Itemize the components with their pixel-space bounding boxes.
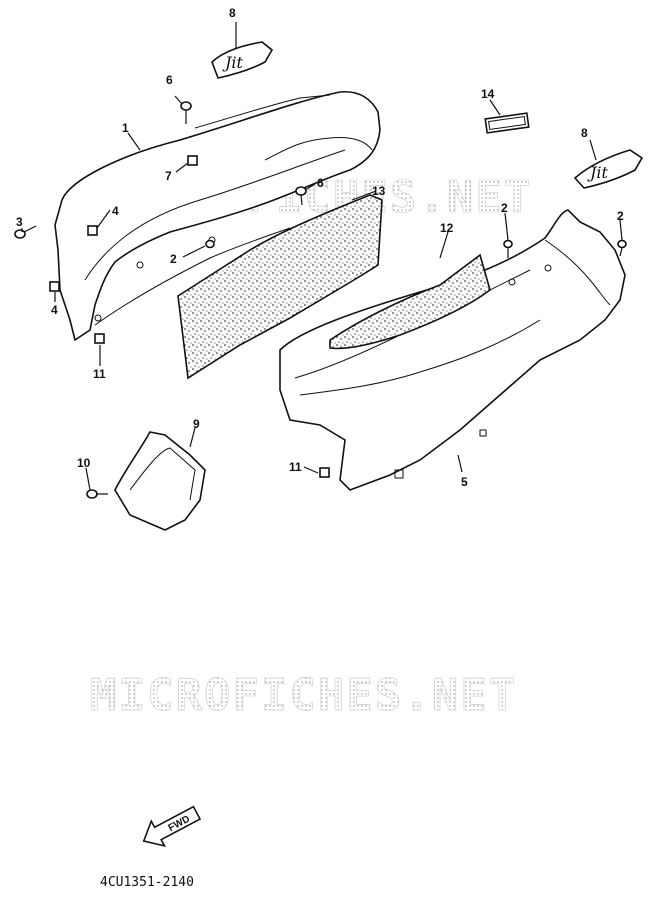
callout-8-top: 8 (229, 6, 236, 20)
callout-13: 13 (372, 184, 386, 198)
foam-pad-right (329, 253, 491, 350)
callout-11-left: 11 (93, 367, 106, 381)
callout-4-bottom: 4 (51, 303, 58, 317)
callout-8-right: 8 (581, 126, 588, 140)
callout-6-mid: 6 (317, 176, 324, 190)
screw-6-top (180, 101, 192, 124)
callout-1: 1 (122, 121, 129, 135)
callout-11-right: 11 (289, 460, 302, 474)
small-cover-inner (129, 447, 196, 501)
nut-11-a (94, 333, 105, 344)
callout-10: 10 (77, 456, 91, 470)
nut-4-a (87, 225, 98, 236)
callout-14: 14 (481, 87, 495, 101)
small-cover (114, 431, 206, 531)
right-side-cover (279, 209, 626, 491)
screw-10 (86, 489, 108, 499)
callout-12: 12 (440, 221, 454, 235)
callout-9: 9 (193, 417, 200, 431)
callout-2-mid: 2 (501, 201, 508, 215)
diagram-code: 4CU1351-2140 (100, 875, 194, 890)
svg-text:Jit: Jit (587, 163, 609, 182)
screw-2-c (205, 239, 215, 249)
screw-2-a (503, 239, 513, 258)
nut-7 (187, 155, 198, 166)
callout-6-top: 6 (166, 73, 173, 87)
left-side-cover (54, 90, 381, 342)
emblem-inner (488, 115, 526, 131)
emblem (484, 112, 530, 134)
callout-4-top: 4 (112, 204, 119, 218)
decal-right: Jit (573, 149, 644, 189)
decal-top: Jit (211, 41, 274, 79)
watermark-bottom: MICROFICHES.NET (90, 670, 517, 721)
svg-text:Jit: Jit (222, 53, 244, 72)
callout-7: 7 (165, 169, 172, 183)
forward-arrow-icon: FWD (142, 805, 202, 848)
nut-4-b (49, 281, 60, 292)
nut-11-b (319, 467, 330, 478)
callout-3: 3 (16, 215, 23, 229)
screw-2-b (617, 239, 627, 257)
screw-6-mid (295, 186, 307, 206)
callout-5: 5 (461, 475, 468, 489)
foam-pad-left (177, 194, 383, 380)
leader-lines (21, 22, 623, 491)
svg-text:FWD: FWD (167, 814, 192, 834)
callout-2-left: 2 (170, 252, 177, 266)
callout-2-right: 2 (617, 209, 624, 223)
